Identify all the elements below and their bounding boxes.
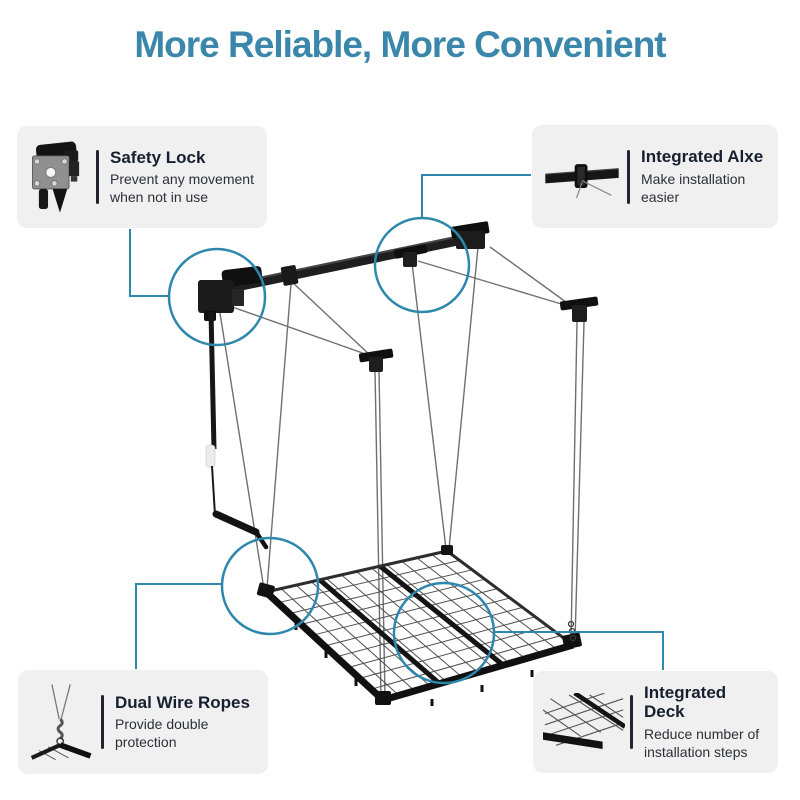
crank-handle — [212, 510, 260, 536]
wire-ropes — [218, 246, 585, 698]
divider — [627, 149, 630, 204]
divider — [630, 695, 633, 749]
callout-description: Make installation easier — [641, 170, 746, 205]
callout-description: Prevent any movement when not in use — [110, 171, 254, 206]
highlight-circle-integrated-axle — [373, 216, 471, 314]
divider — [101, 695, 104, 749]
connector-dual-wire-ropes — [135, 583, 221, 669]
highlight-circle-integrated-deck — [392, 581, 496, 685]
connector-integrated-axle — [421, 174, 531, 217]
axle-bar — [205, 233, 471, 298]
connector-safety-lock — [129, 229, 168, 297]
connector-integrated-deck — [494, 631, 664, 670]
callout-title: Integrated Deck — [644, 682, 727, 722]
callout-title: Safety Lock — [110, 147, 206, 167]
callout-dual-wire-ropes: Dual Wire Ropes Provide double protectio… — [18, 670, 268, 774]
callout-description: Reduce number of installation steps — [644, 725, 760, 761]
callout-integrated-axle: Integrated Alxe Make installation easier — [532, 125, 778, 228]
safety-lock-photo — [27, 137, 91, 217]
dual-wire-ropes-photo — [28, 682, 96, 762]
callout-title: Integrated Alxe — [641, 147, 764, 167]
connector-lines — [129, 174, 664, 670]
page-title: More Reliable, More Convenient — [134, 24, 666, 65]
safety-lock-part — [198, 266, 269, 550]
highlight-circle-dual-wire-ropes — [220, 536, 320, 636]
highlight-circle-safety-lock — [167, 247, 267, 347]
callout-title: Dual Wire Ropes — [115, 692, 250, 712]
integrated-axle-photo — [542, 155, 622, 199]
callout-description: Provide double protection — [115, 716, 209, 751]
deck-grid — [277, 554, 561, 696]
callout-safety-lock: Safety Lock Prevent any movement when no… — [17, 126, 267, 228]
callout-integrated-deck: Integrated Deck Reduce number of install… — [533, 671, 778, 773]
integrated-deck-photo — [543, 693, 625, 751]
divider — [96, 150, 99, 204]
